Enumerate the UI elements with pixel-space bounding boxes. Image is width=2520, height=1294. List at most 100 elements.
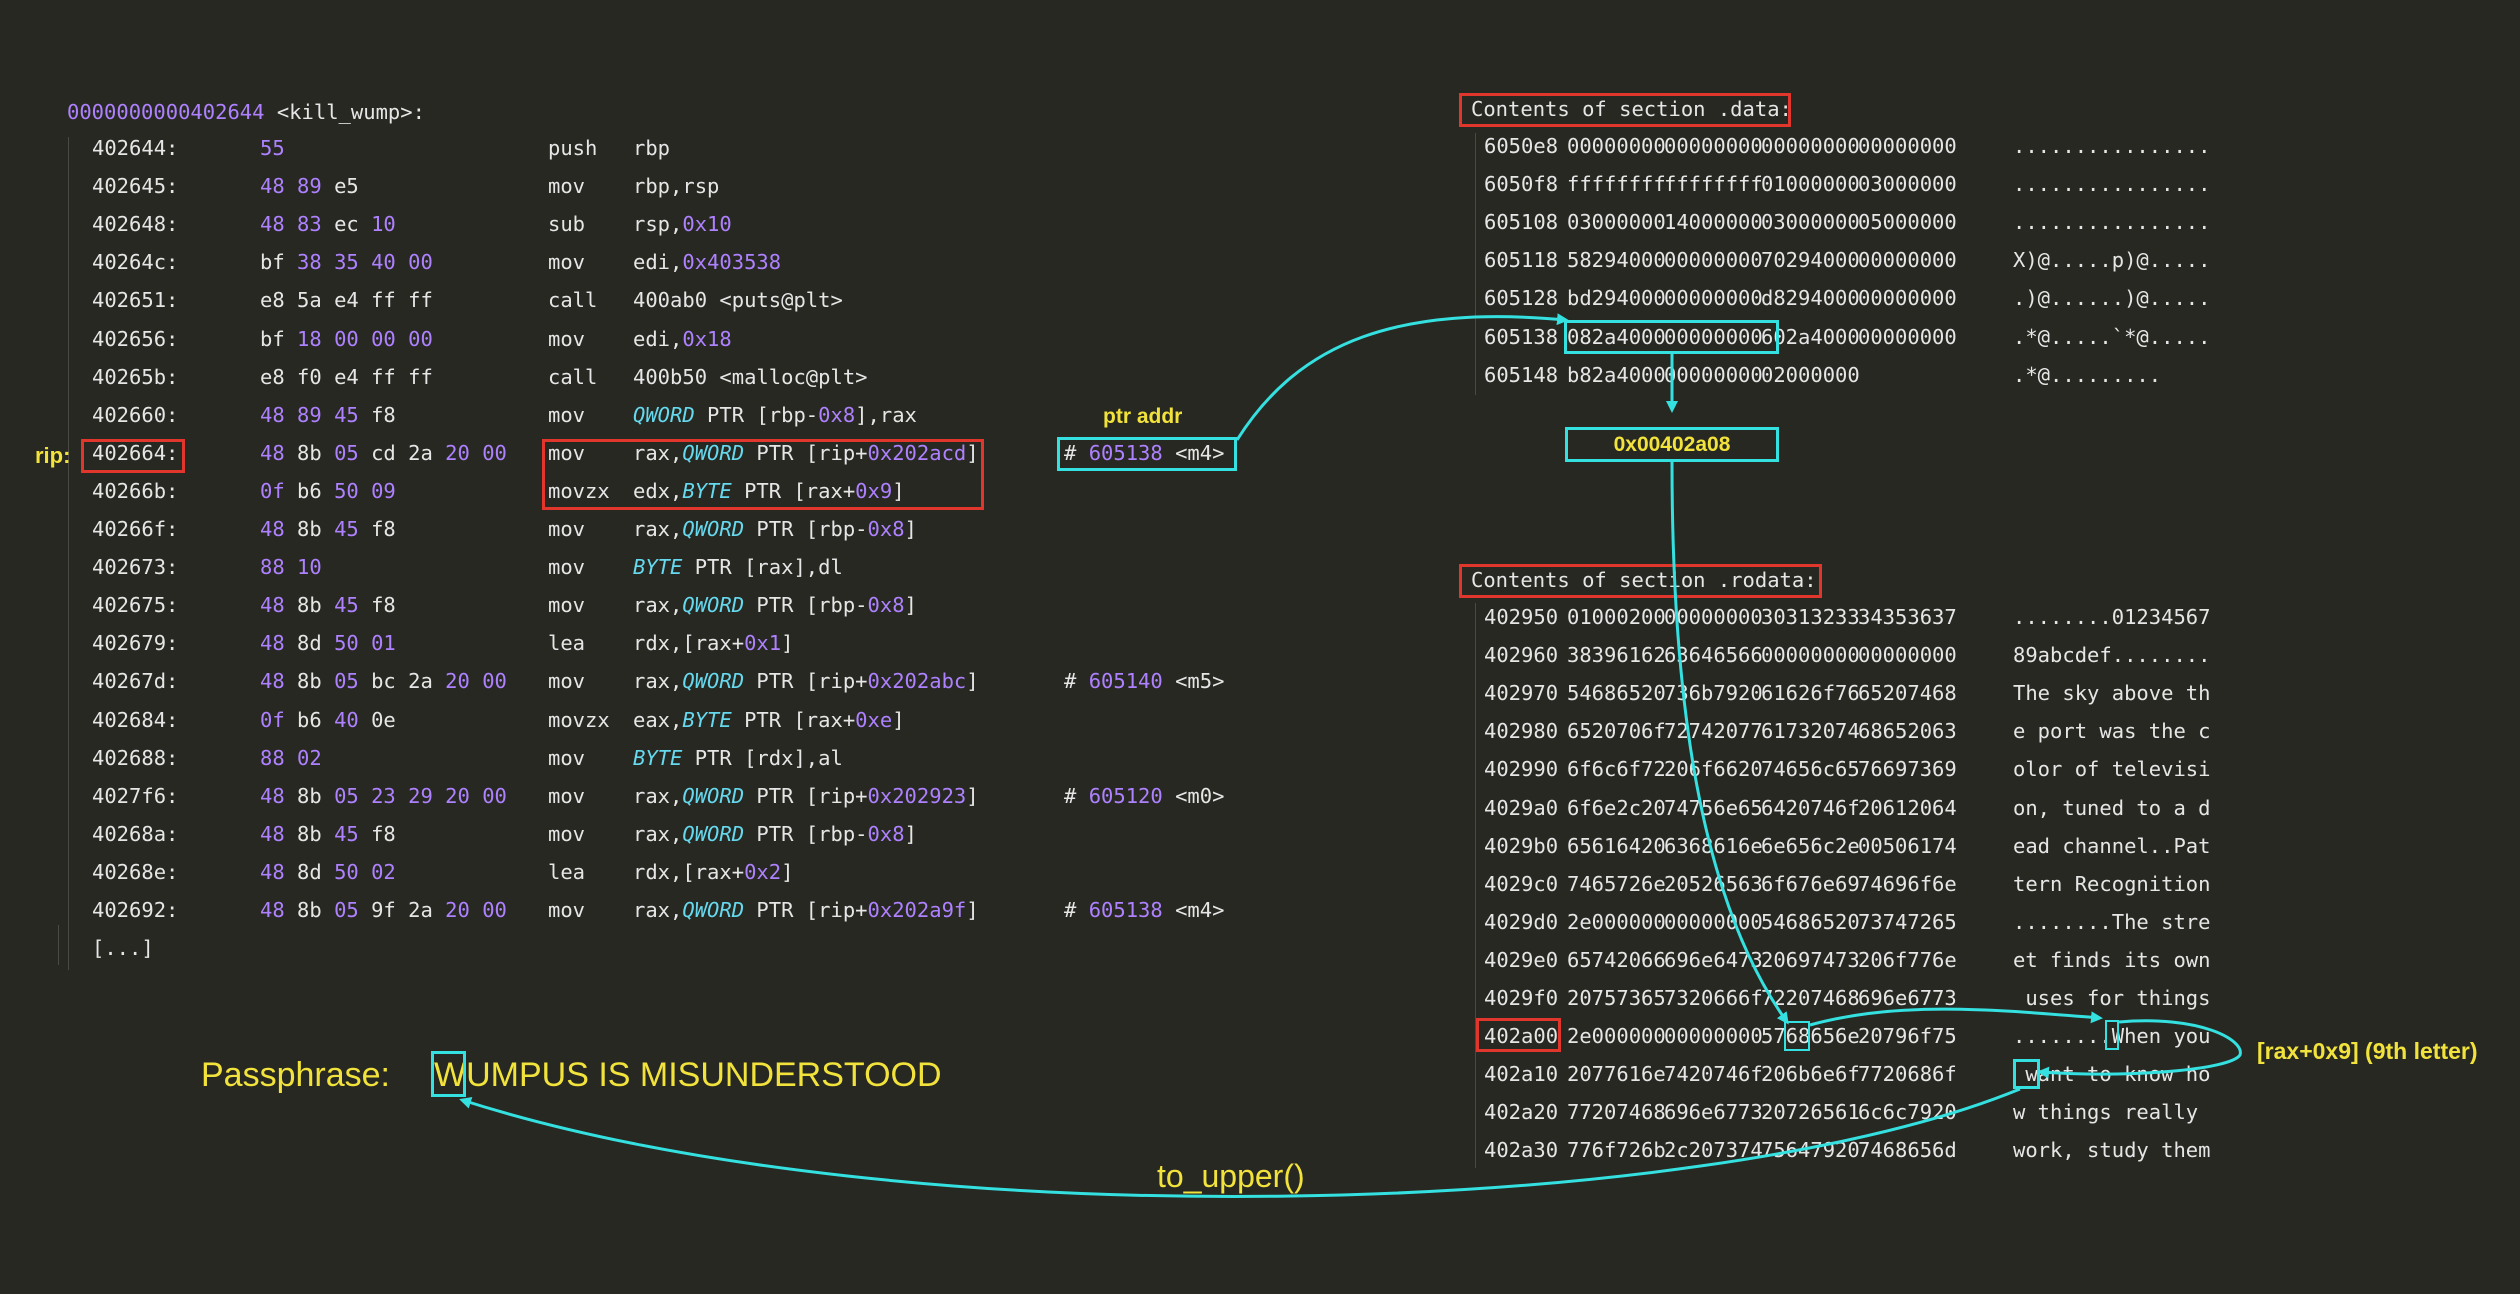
operands: edx,BYTE PTR [rax+0x9] bbox=[633, 476, 905, 506]
dump-address: 4029d0 bbox=[1484, 909, 1559, 934]
operand-part: 0x202a9f bbox=[867, 898, 967, 922]
dump-address: 402a00 bbox=[1484, 1024, 1559, 1049]
ptr-comment-address: 605138 bbox=[1088, 441, 1163, 465]
dump-word: 00000000 bbox=[1761, 643, 1860, 668]
operand-part: QWORD bbox=[682, 669, 745, 694]
instruction-comment: # 605120 <m0> bbox=[1064, 783, 1225, 808]
dump-word: 00000000 bbox=[1664, 248, 1763, 273]
dump-word: 20526563 bbox=[1664, 871, 1763, 896]
opcode-byte: 48 bbox=[260, 669, 285, 694]
opcode-bytes: 48 8b 45 f8 bbox=[260, 819, 396, 849]
arrow-ptr-to-data bbox=[1235, 313, 1569, 441]
operand-part: rax, bbox=[633, 898, 683, 922]
rax9-label: [rax+0x9] (9th letter) bbox=[2257, 1038, 2478, 1064]
operand-part: rdx,[rax+ bbox=[633, 859, 745, 884]
dump-ascii: work, study them bbox=[2013, 1138, 2211, 1163]
dump-word: 38396162 bbox=[1567, 643, 1666, 668]
opcode-bytes: 48 8b 05 23 29 20 00 bbox=[260, 781, 507, 811]
opcode-byte: 20 bbox=[445, 440, 470, 465]
opcode-byte: 89 bbox=[297, 174, 322, 199]
dump-word: 6f6e2c20 bbox=[1567, 795, 1666, 820]
dump-word: 00000000 bbox=[1664, 605, 1763, 629]
opcode-byte: 38 bbox=[297, 250, 322, 275]
opcode-byte: b6 bbox=[297, 478, 322, 503]
dump-word: 6c6c7920 bbox=[1858, 1100, 1957, 1125]
opcode-bytes: 48 8b 45 f8 bbox=[260, 590, 396, 620]
opcode-byte: f8 bbox=[371, 821, 396, 846]
mnemonic: lea bbox=[548, 631, 586, 656]
operand-part: 400ab0 <puts@plt> bbox=[633, 288, 843, 313]
comment-address: 605140 bbox=[1088, 669, 1163, 694]
function-address: 0000000000402644 bbox=[67, 100, 265, 124]
dump-word: 34353637 bbox=[1858, 605, 1957, 629]
instruction-comment: # 605138 <m4> bbox=[1064, 898, 1225, 922]
operands: rax,QWORD PTR [rbp-0x8] bbox=[633, 590, 917, 620]
mnemonic: lea bbox=[548, 859, 586, 884]
operands: 400b50 <malloc@plt> bbox=[633, 362, 868, 392]
dump-word: 61732074 bbox=[1761, 719, 1860, 744]
operand-part: PTR [rax+ bbox=[731, 478, 856, 503]
mnemonic: mov bbox=[548, 402, 586, 427]
opcode-byte: e8 bbox=[260, 288, 285, 313]
dump-address: 402980 bbox=[1484, 719, 1559, 744]
operand-part: QWORD bbox=[682, 517, 745, 541]
comment-address: 605138 bbox=[1088, 898, 1163, 922]
dump-word: 05000000 bbox=[1858, 210, 1957, 235]
opcode-byte: 20 bbox=[445, 783, 470, 808]
operand-part: PTR [rbp- bbox=[744, 593, 868, 618]
dump-word: 6f6c6f72 bbox=[1567, 757, 1666, 782]
opcode-byte: 8b bbox=[297, 783, 322, 808]
opcode-byte: 50 bbox=[334, 631, 359, 656]
opcode-byte: 50 bbox=[334, 478, 359, 503]
opcode-byte: bf bbox=[260, 326, 285, 351]
operand-part: ] bbox=[966, 440, 979, 465]
instruction-address: 40268a: bbox=[92, 821, 179, 846]
opcode-byte: 8b bbox=[297, 440, 322, 465]
dump-word: 736b7920 bbox=[1664, 681, 1763, 706]
opcode-byte: 2a bbox=[408, 440, 433, 465]
operand-part: ] bbox=[966, 669, 979, 694]
opcode-byte: 8b bbox=[297, 898, 322, 922]
dump-word: 082a4000 bbox=[1567, 324, 1666, 349]
dump-word: 2e000000 bbox=[1567, 1024, 1666, 1049]
operands: rdx,[rax+0x1] bbox=[633, 628, 793, 658]
operand-part: rsp, bbox=[633, 212, 683, 237]
opcode-byte: 00 bbox=[408, 250, 433, 275]
pointer-bytes-highlight bbox=[1564, 320, 1779, 354]
dump-word: 206f6620 bbox=[1664, 757, 1763, 782]
mnemonic: mov bbox=[548, 250, 586, 275]
opcode-byte: 18 bbox=[297, 326, 322, 351]
opcode-byte: cd bbox=[371, 440, 396, 465]
rodata-section-title-box bbox=[1459, 564, 1822, 598]
mnemonic: mov bbox=[548, 669, 586, 694]
operand-part: 0x202acd bbox=[867, 440, 967, 465]
dump-word: 2077616e bbox=[1567, 1062, 1666, 1087]
opcode-byte: 05 bbox=[334, 898, 359, 922]
comment-symbol: <m0> bbox=[1162, 783, 1225, 808]
instruction-address: 40268e: bbox=[92, 859, 179, 884]
instruction-address: 402656: bbox=[92, 326, 179, 351]
rodata-section-title: Contents of section .rodata: bbox=[1471, 568, 1817, 592]
dump-address: 402990 bbox=[1484, 757, 1559, 782]
opcode-byte: 00 bbox=[482, 783, 507, 808]
dump-address: 402a30 bbox=[1484, 1138, 1559, 1163]
dump-ascii: ........The stre bbox=[2013, 909, 2211, 934]
opcode-bytes: bf 18 00 00 00 bbox=[260, 324, 433, 354]
dump-word: 7468656d bbox=[1858, 1138, 1957, 1163]
operand-part: ] bbox=[892, 707, 905, 732]
opcode-byte: 5a bbox=[297, 288, 322, 313]
opcode-bytes: 0f b6 50 09 bbox=[260, 476, 396, 506]
operand-part: edi, bbox=[633, 326, 683, 351]
dump-word: 776f726b bbox=[1567, 1138, 1666, 1163]
opcode-byte: 48 bbox=[260, 593, 285, 618]
arrow-to-upper bbox=[459, 1087, 2021, 1198]
dump-address: 402960 bbox=[1484, 643, 1559, 668]
ptr-comment-hash: # bbox=[1064, 441, 1089, 465]
dump-word: 61626f76 bbox=[1761, 681, 1860, 706]
dump-address: 4029b0 bbox=[1484, 833, 1559, 858]
dump-word: 65207468 bbox=[1858, 681, 1957, 706]
operand-part: rax, bbox=[633, 783, 683, 808]
operand-part: 0x202abc bbox=[867, 669, 967, 694]
opcode-bytes: bf 38 35 40 00 bbox=[260, 247, 433, 277]
operand-part: rax, bbox=[633, 669, 683, 694]
